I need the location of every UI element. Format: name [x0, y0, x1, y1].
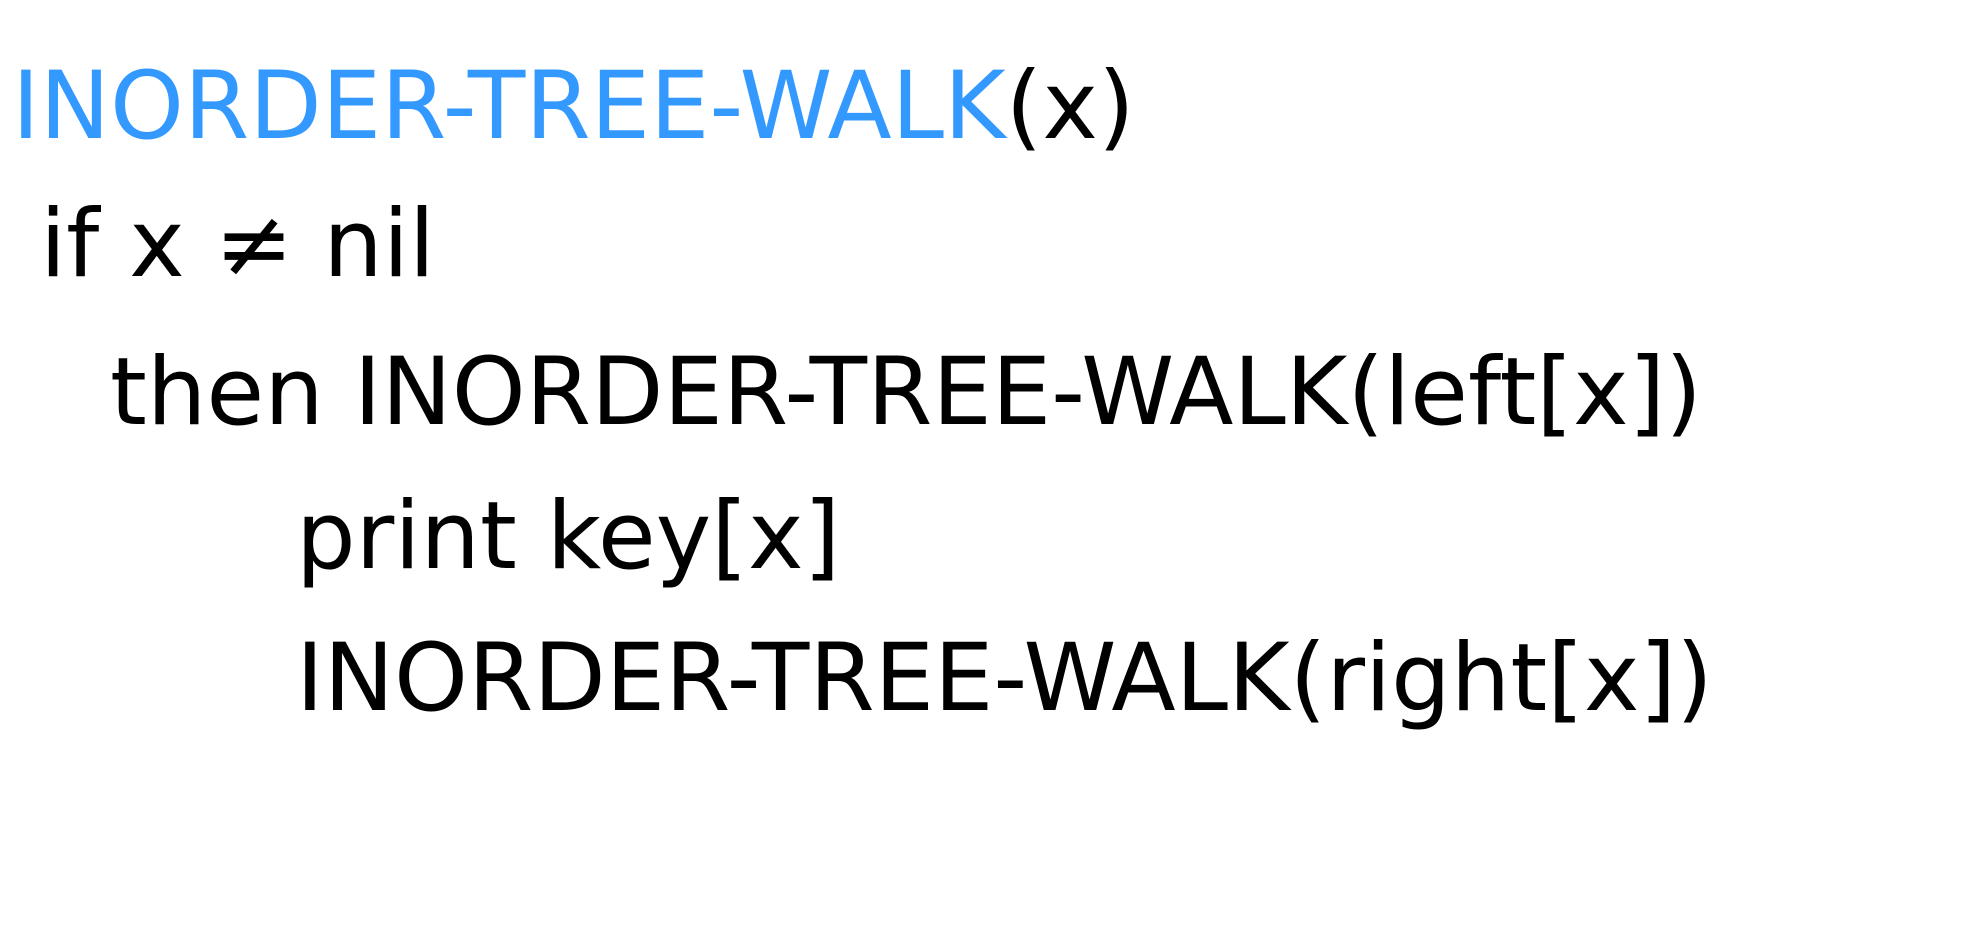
- then-left-recursion-line: then INORDER-TREE-WALK(left[x]): [110, 346, 1702, 440]
- if-condition-line: if x ≠ nil: [40, 198, 435, 292]
- print-key-text: print key[x]: [296, 482, 841, 591]
- right-recursive-call: INORDER-TREE-WALK(right[x]): [296, 624, 1713, 733]
- then-keyword: then: [110, 338, 324, 447]
- left-recursive-call: INORDER-TREE-WALK(left[x]): [353, 338, 1702, 447]
- procedure-params: (x): [1005, 52, 1135, 161]
- right-recursion-line: INORDER-TREE-WALK(right[x]): [296, 632, 1713, 726]
- print-key-line: print key[x]: [296, 490, 840, 584]
- procedure-name: INORDER-TREE-WALK: [12, 52, 1006, 161]
- if-condition-text: if x ≠ nil: [40, 190, 436, 299]
- procedure-signature-line: INORDER-TREE-WALK(x): [12, 60, 1135, 154]
